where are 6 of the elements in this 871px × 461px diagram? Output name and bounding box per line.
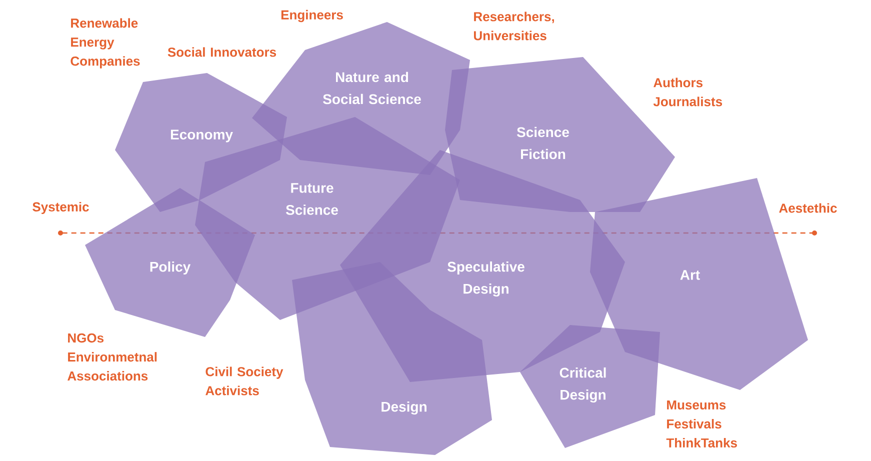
polygon-region: Critical Design: [520, 325, 660, 448]
stakeholder-label: Civil Society Activists: [206, 366, 284, 396]
stakeholder-label: Researchers, Universities: [474, 12, 554, 40]
stakeholder-label: Engineers: [281, 10, 343, 22]
stakeholder-label: Museums Festivals ThinkTanks: [666, 400, 737, 448]
stakeholder-label: Renewable Energy Companies: [70, 18, 140, 68]
